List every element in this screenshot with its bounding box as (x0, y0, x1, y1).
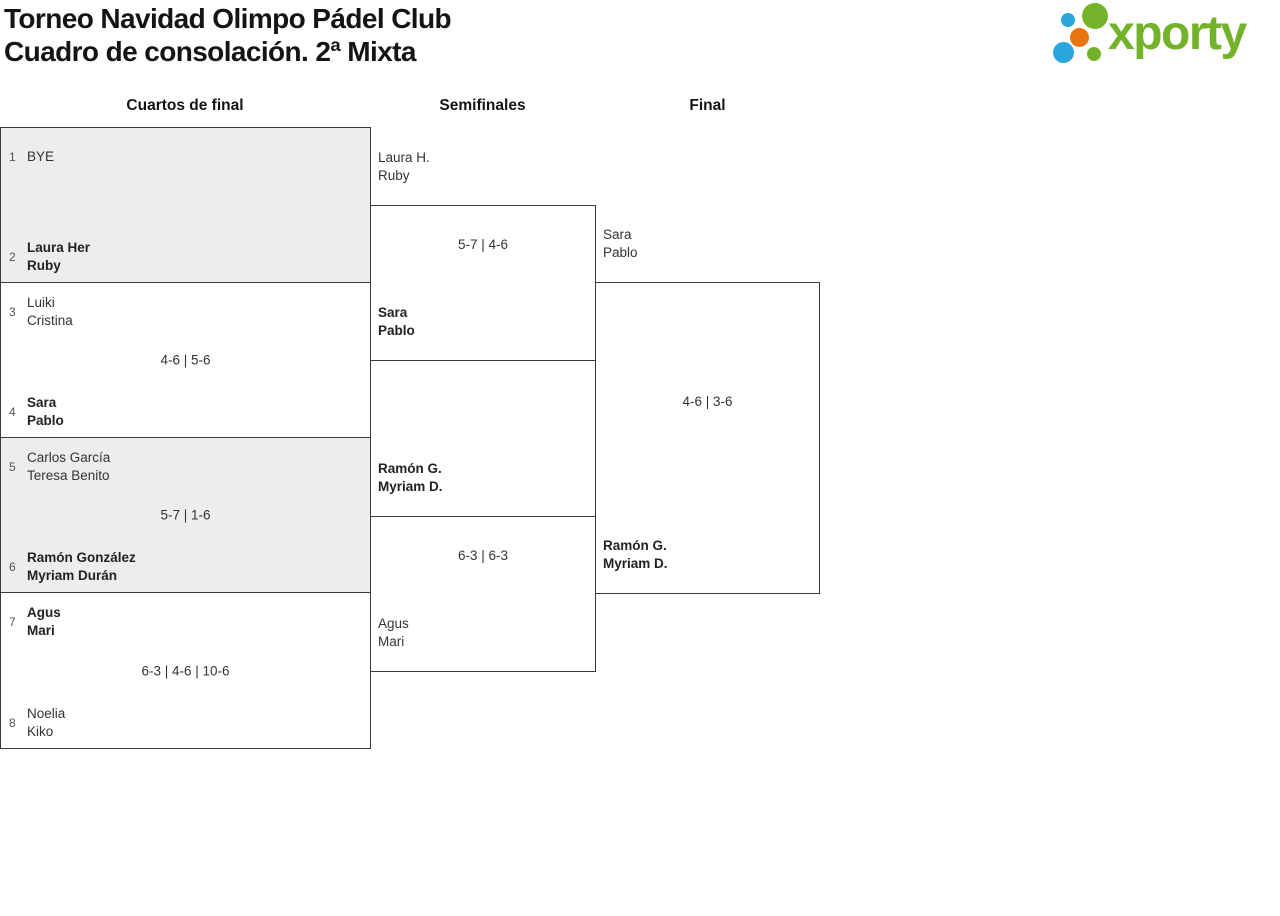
team-slot-1-bye: 1 BYE (9, 148, 54, 166)
player-name: Ramón G. (378, 461, 442, 476)
player-name: Carlos García (27, 450, 111, 465)
title-line-2: Cuadro de consolación. 2ª Mixta (4, 36, 416, 67)
semifinal-2-team-bottom: Agus Mari (378, 615, 409, 651)
match-score: 5-7 | 1-6 (160, 507, 211, 523)
player-name: Myriam Durán (27, 568, 118, 583)
player-name: Ruby (378, 168, 410, 183)
team-names: Ramón González Myriam Durán (27, 549, 136, 585)
player-name: Laura Her (27, 240, 91, 255)
player-name: Mari (378, 634, 405, 649)
match-final: 4-6 | 3-6 (595, 282, 820, 594)
round-header-final: Final (689, 97, 726, 114)
team-slot-5: 5 Carlos García Teresa Benito (9, 449, 110, 485)
match-semifinal-1: 5-7 | 4-6 (370, 205, 596, 361)
player-name: Pablo (603, 245, 638, 260)
match-semifinal-2: 6-3 | 6-3 (370, 516, 596, 672)
player-name: Teresa Benito (27, 468, 110, 483)
team-names: Carlos García Teresa Benito (27, 449, 110, 485)
player-name: Ramón G. (603, 538, 667, 553)
player-name: BYE (27, 149, 55, 164)
team-names: Sara Pablo (27, 394, 64, 430)
player-name: Mari (27, 623, 55, 638)
match-score: 4-6 | 5-6 (160, 352, 211, 368)
round-header-quarterfinals: Cuartos de final (126, 97, 244, 114)
title-line-1: Torneo Navidad Olimpo Pádel Club (4, 3, 452, 34)
player-name: Pablo (27, 413, 64, 428)
team-names: Agus Mari (378, 615, 409, 651)
seed-number: 2 (9, 250, 16, 264)
team-slot-7: 7 Agus Mari (9, 604, 61, 640)
player-name: Ramón González (27, 550, 136, 565)
logo-dot-green-large-icon (1082, 3, 1108, 29)
seed-number: 6 (9, 560, 16, 574)
team-names: BYE (27, 148, 54, 166)
team-slot-8: 8 Noelia Kiko (9, 705, 65, 741)
player-name: Laura H. (378, 150, 430, 165)
player-name: Sara (378, 305, 408, 320)
semifinal-1-team-top: Laura H. Ruby (378, 149, 430, 185)
player-name: Pablo (378, 323, 415, 338)
page-title: Torneo Navidad Olimpo Pádel Club Cuadro … (4, 2, 452, 68)
player-name: Agus (27, 605, 61, 620)
final-team-bottom: Ramón G. Myriam D. (603, 537, 668, 573)
team-names: Ramón G. Myriam D. (603, 537, 668, 573)
team-names: Agus Mari (27, 604, 61, 640)
logo-dot-blue-large-icon (1053, 42, 1074, 63)
seed-number: 3 (9, 305, 16, 319)
team-slot-2: 2 Laura Her Ruby (9, 239, 90, 275)
match-quarterfinal-1: 1 BYE 2 Laura Her Ruby (0, 127, 371, 283)
player-name: Kiko (27, 724, 54, 739)
player-name: Noelia (27, 706, 66, 721)
seed-number: 4 (9, 405, 16, 419)
team-slot-6: 6 Ramón González Myriam Durán (9, 549, 136, 585)
team-names: Noelia Kiko (27, 705, 65, 741)
player-name: Ruby (27, 258, 61, 273)
semifinal-2-team-top: Ramón G. Myriam D. (378, 460, 443, 496)
logo-text: xporty (1108, 7, 1247, 60)
team-names: Ramón G. Myriam D. (378, 460, 443, 496)
player-name: Myriam D. (603, 556, 668, 571)
team-names: Laura H. Ruby (378, 149, 430, 185)
player-name: Sara (603, 227, 632, 242)
team-names: Laura Her Ruby (27, 239, 90, 275)
match-quarterfinal-4: 7 Agus Mari 6-3 | 4-6 | 10-6 8 Noelia Ki… (0, 592, 371, 749)
team-names: Luiki Cristina (27, 294, 73, 330)
match-score: 4-6 | 3-6 (682, 394, 733, 409)
final-team-top: Sara Pablo (603, 226, 638, 262)
player-name: Cristina (27, 313, 73, 328)
seed-number: 1 (9, 150, 16, 164)
logo-dot-orange-icon (1070, 28, 1089, 47)
round-header-semifinals: Semifinales (439, 97, 526, 114)
player-name: Agus (378, 616, 409, 631)
player-name: Luiki (27, 295, 55, 310)
semifinal-1-team-bottom: Sara Pablo (378, 304, 415, 340)
match-score: 6-3 | 6-3 (457, 548, 509, 563)
seed-number: 8 (9, 716, 16, 730)
seed-number: 7 (9, 615, 16, 629)
team-slot-3: 3 Luiki Cristina (9, 294, 73, 330)
match-quarterfinal-3: 5 Carlos García Teresa Benito 5-7 | 1-6 … (0, 437, 371, 593)
match-score: 5-7 | 4-6 (457, 237, 509, 252)
match-score: 6-3 | 4-6 | 10-6 (141, 663, 230, 678)
player-name: Myriam D. (378, 479, 443, 494)
logo-dot-blue-small-icon (1061, 13, 1075, 27)
player-name: Sara (27, 395, 57, 410)
team-names: Sara Pablo (378, 304, 415, 340)
team-slot-4: 4 Sara Pablo (9, 394, 64, 430)
logo-dot-green-small-icon (1087, 47, 1101, 61)
xporty-logo[interactable]: xporty (1052, 2, 1278, 68)
match-quarterfinal-2: 3 Luiki Cristina 4-6 | 5-6 4 Sara Pablo (0, 282, 371, 438)
team-names: Sara Pablo (603, 226, 638, 262)
seed-number: 5 (9, 460, 16, 474)
